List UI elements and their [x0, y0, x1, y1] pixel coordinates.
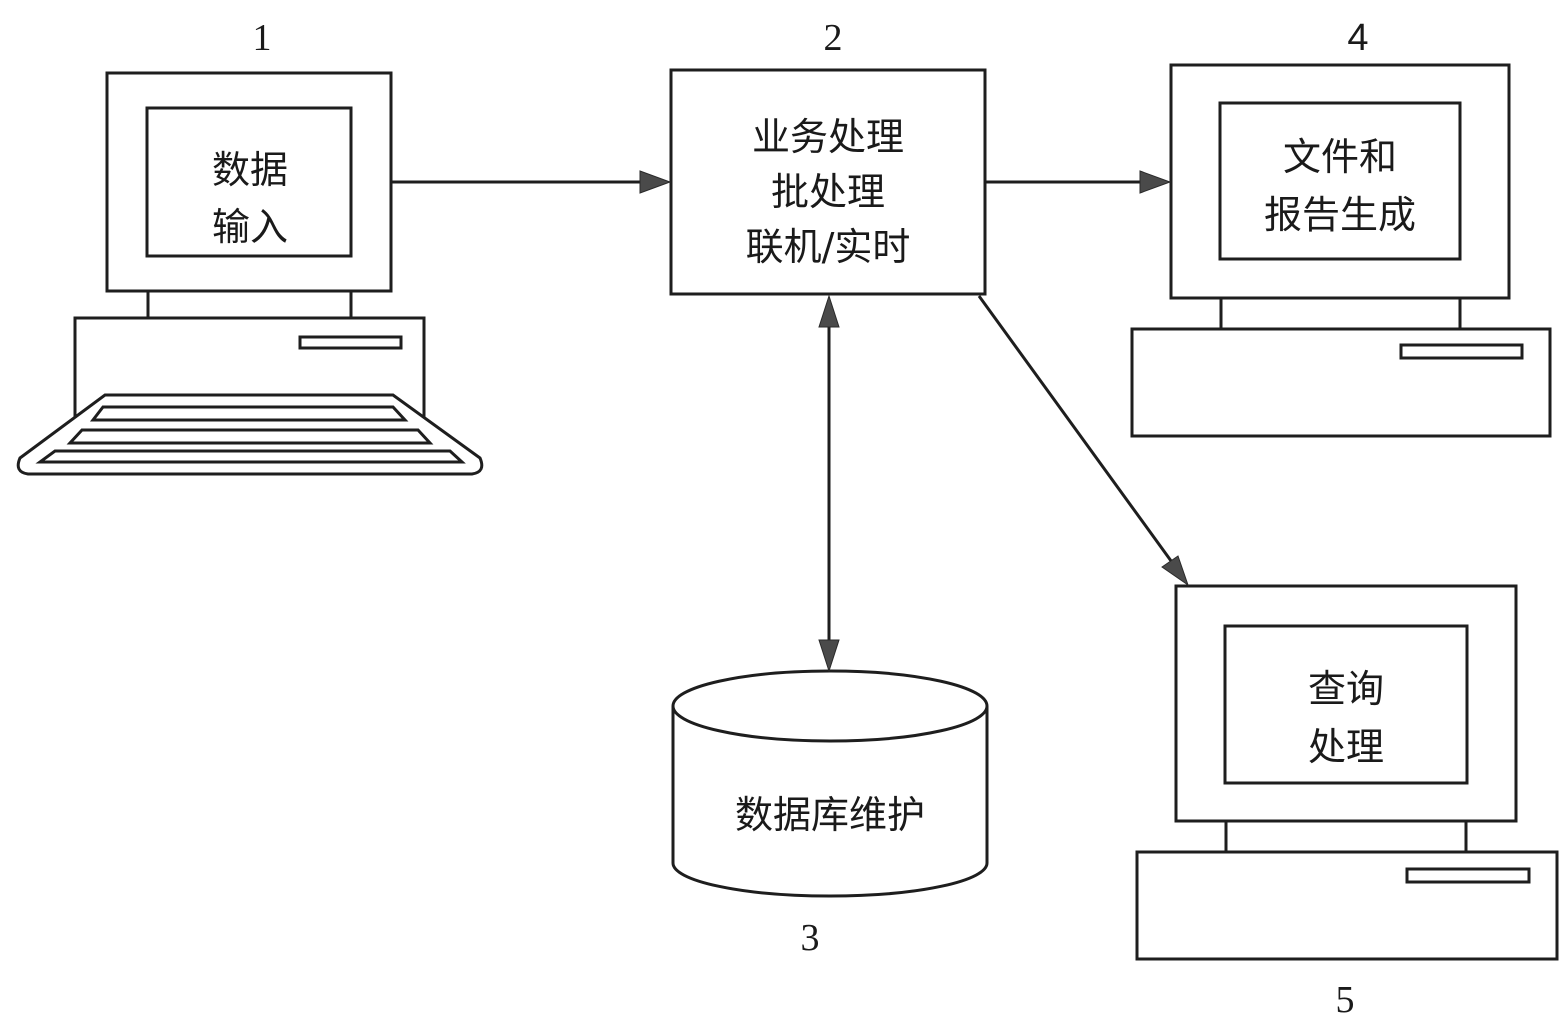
arrow-right-icon [1139, 170, 1172, 194]
node-3-database-maintenance: 数据库维护 3 [671, 669, 989, 959]
node-4-label-line-2: 报告生成 [1264, 193, 1416, 237]
keyboard-icon [16, 393, 484, 476]
node-1-label-line-2: 输入 [212, 205, 288, 249]
disk-drive-slot [1405, 867, 1531, 884]
edge-line [977, 295, 1176, 566]
node-5-label-line-2: 处理 [1308, 725, 1384, 769]
keyboard-key-row-3 [35, 449, 466, 464]
node-1-data-input: 1 数据 输入 [16, 17, 484, 476]
monitor-screen [1223, 624, 1469, 785]
node-4-report-generation: 4 文件和 报告生成 [1130, 17, 1552, 438]
arrow-diagonal-icon [1161, 555, 1189, 587]
node-4-number: 4 [1347, 17, 1368, 59]
edge-2-to-3 [818, 294, 840, 673]
node-1-number: 1 [253, 17, 272, 59]
monitor-frame [1169, 63, 1511, 300]
monitor-frame [1174, 584, 1518, 823]
node-2-label-line-2: 批处理 [771, 170, 885, 214]
keyboard-key-row-2 [66, 428, 434, 445]
node-3-label: 数据库维护 [735, 793, 925, 837]
edge-2-to-5 [977, 295, 1189, 587]
database-cylinder-body [671, 706, 989, 898]
monitor-screen [1218, 101, 1462, 261]
arrow-up-icon [818, 294, 840, 328]
node-2-label-line-3: 联机/实时 [746, 225, 911, 269]
edge-1-to-2 [391, 170, 672, 194]
edge-2-to-4 [985, 170, 1172, 194]
node-5-number: 5 [1336, 979, 1355, 1021]
computer-case [1135, 850, 1559, 961]
disk-drive-slot [1399, 343, 1524, 360]
node-4-label-line-1: 文件和 [1283, 135, 1397, 179]
keyboard-key-row-1 [89, 405, 409, 422]
node-3-number: 3 [801, 917, 820, 959]
arrow-right-icon [639, 170, 672, 194]
arrow-down-icon [818, 639, 840, 673]
node-2-number: 2 [824, 17, 843, 59]
disk-drive-slot [298, 335, 403, 350]
computer-case [1130, 327, 1552, 438]
node-5-label-line-1: 查询 [1308, 667, 1384, 711]
database-cylinder-top [671, 669, 989, 743]
node-5-query-processing: 查询 处理 5 [1135, 584, 1559, 1021]
monitor-screen [145, 106, 353, 258]
node-2-label-line-1: 业务处理 [752, 115, 904, 159]
node-1-label-line-1: 数据 [212, 148, 288, 192]
node-2-business-processing: 2 业务处理 批处理 联机/实时 [669, 17, 987, 296]
